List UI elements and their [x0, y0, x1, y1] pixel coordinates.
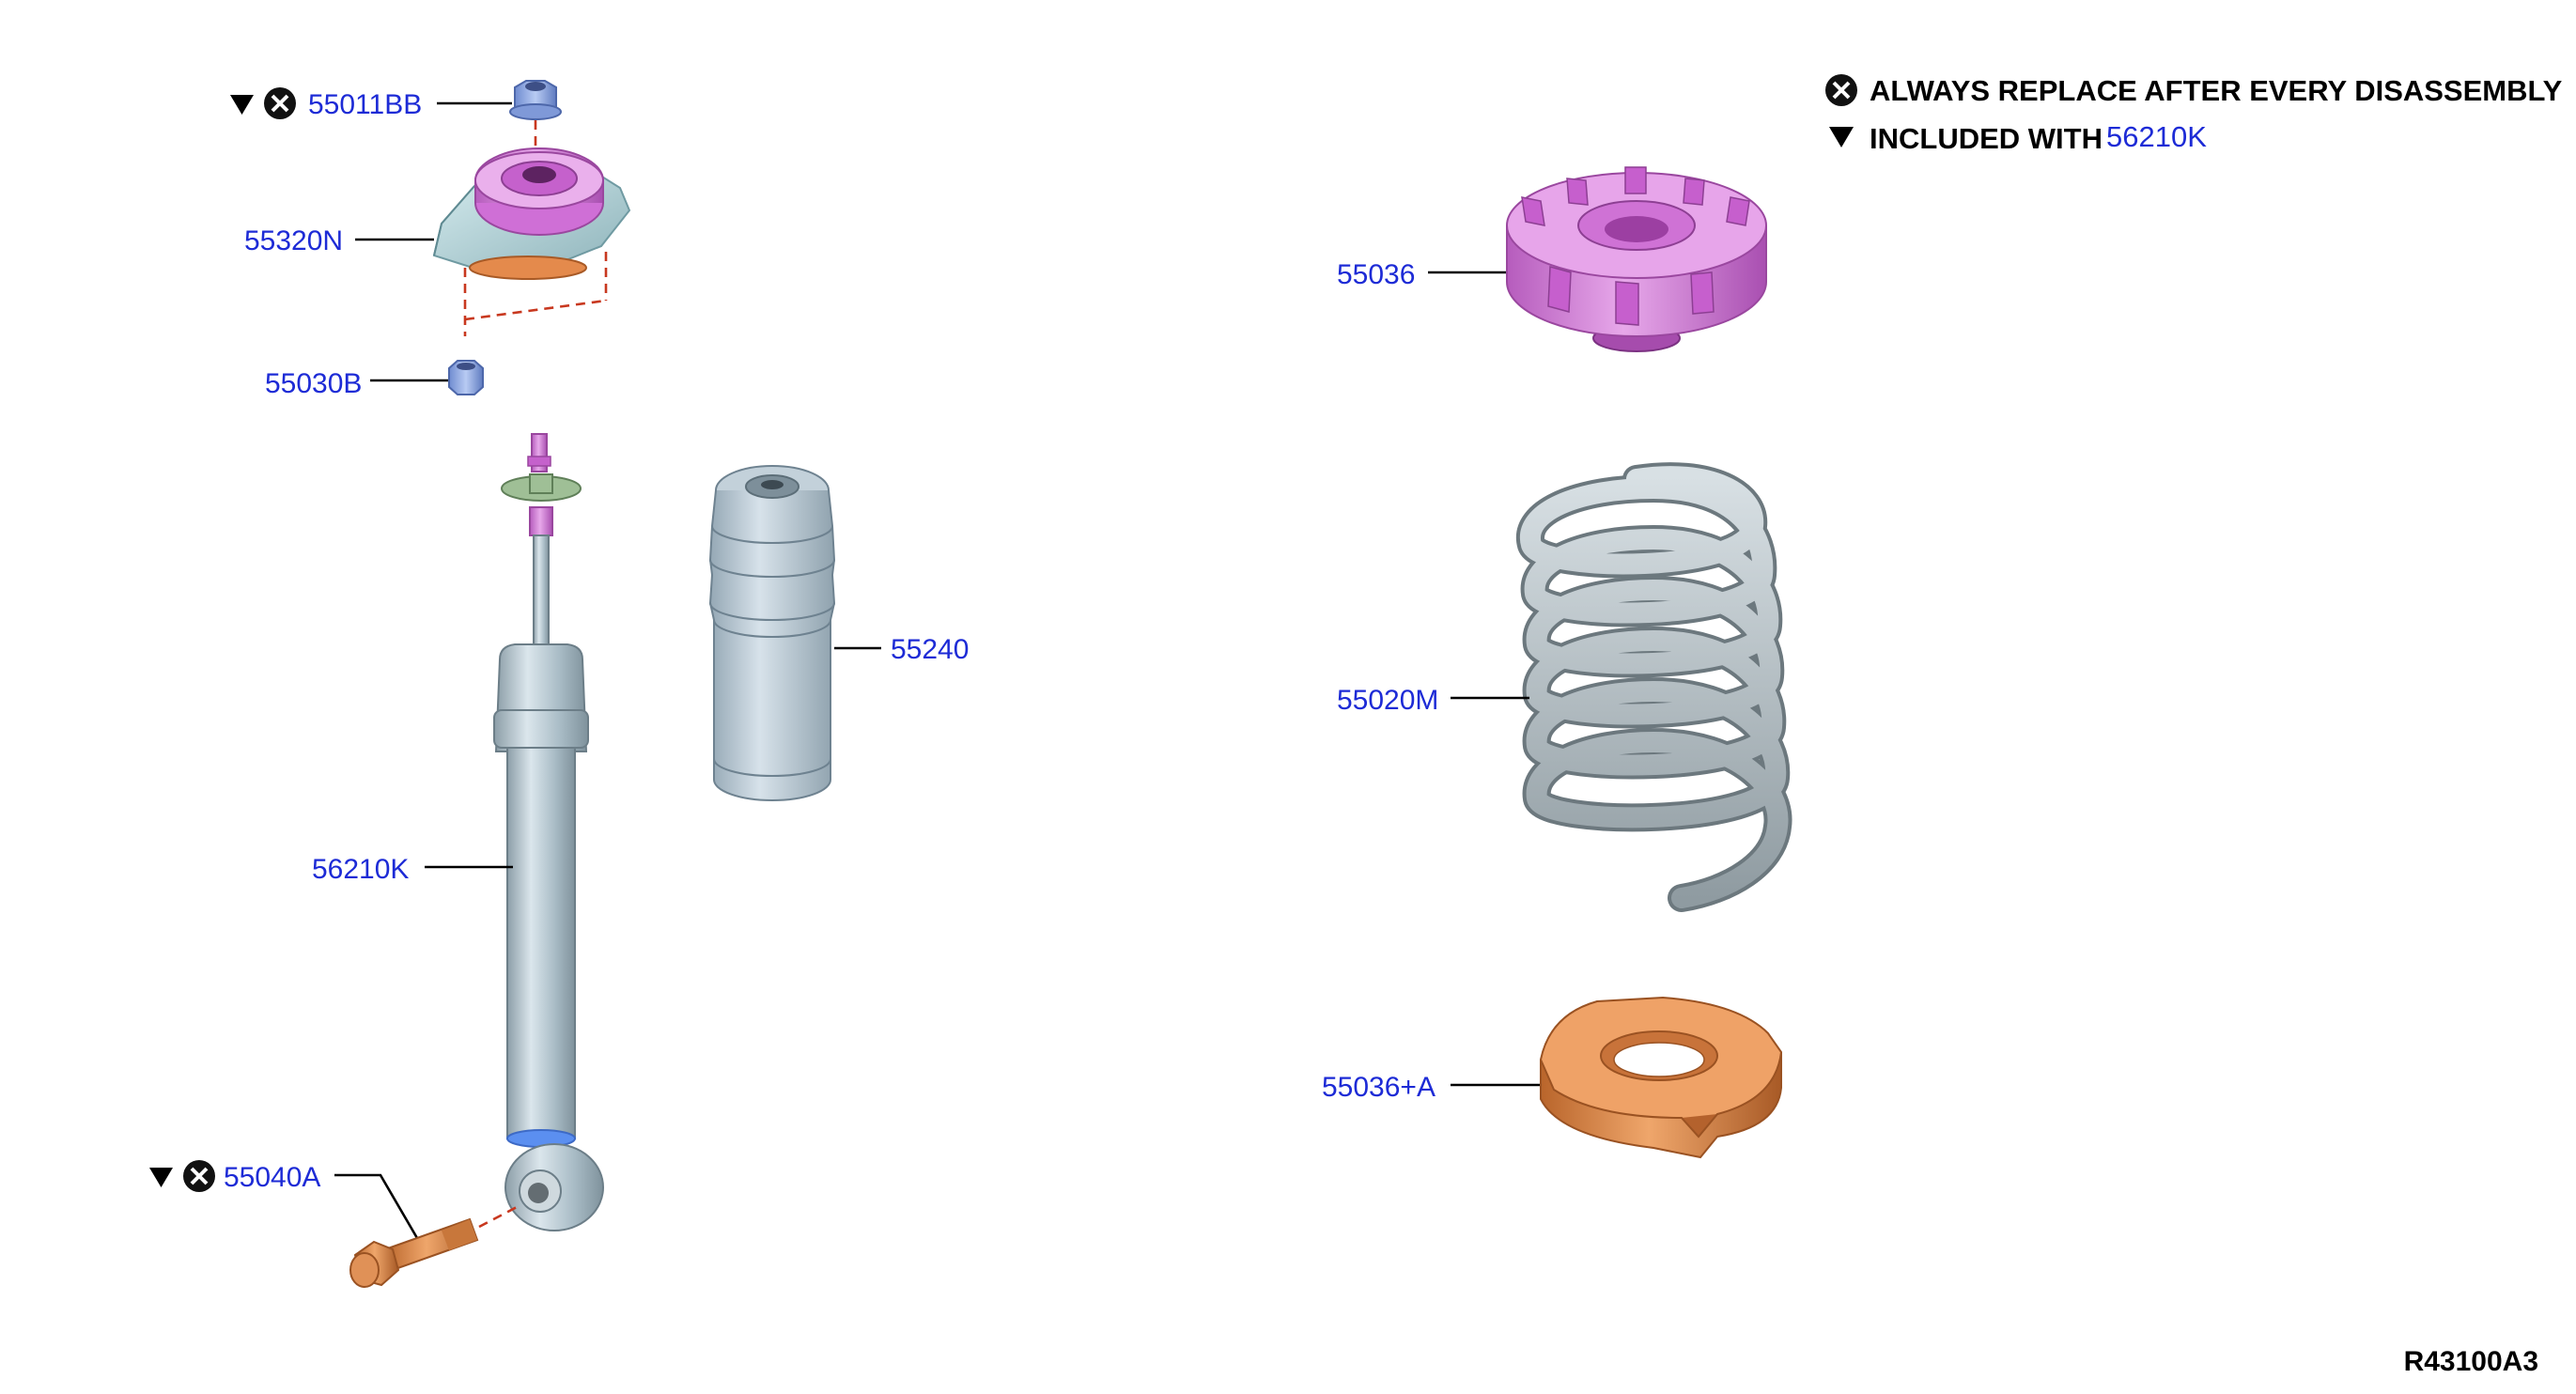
- part-56210K-label[interactable]: 56210K: [312, 854, 409, 885]
- shock-absorber-56210K-graphic: [493, 433, 604, 1231]
- legend: ALWAYS REPLACE AFTER EVERY DISASSEMBLY I…: [1825, 74, 2563, 155]
- part-55320N-callout[interactable]: 55320N: [244, 225, 434, 256]
- spring-seat-55036-graphic: [1506, 166, 1767, 352]
- part-55320N-label[interactable]: 55320N: [244, 225, 343, 256]
- coil-spring-55020M-graphic: [1516, 462, 1792, 912]
- included-marker-icon: [230, 95, 254, 115]
- legend-replace-text: ALWAYS REPLACE AFTER EVERY DISASSEMBLY: [1870, 74, 2563, 107]
- part-55040A-label[interactable]: 55040A: [224, 1162, 320, 1193]
- part-55011BB-callout[interactable]: 55011BB: [230, 87, 512, 120]
- bump-boot-55240-graphic: [708, 465, 836, 801]
- replace-marker-icon: [183, 1160, 215, 1192]
- replace-marker-icon: [1825, 74, 1857, 106]
- part-55036A-label[interactable]: 55036+A: [1322, 1072, 1435, 1103]
- part-55036-label[interactable]: 55036: [1337, 259, 1415, 290]
- legend-included-text: INCLUDED WITH: [1870, 122, 2103, 155]
- included-marker-icon: [149, 1168, 173, 1187]
- part-55040A-callout[interactable]: 55040A: [149, 1160, 419, 1239]
- part-56210K-callout[interactable]: 56210K: [312, 854, 513, 885]
- reference-code: R43100A3: [2404, 1346, 2538, 1377]
- part-55036A-callout[interactable]: 55036+A: [1322, 1072, 1541, 1103]
- part-55036-callout[interactable]: 55036: [1337, 259, 1507, 290]
- included-marker-icon: [1829, 127, 1854, 147]
- part-55030B-label[interactable]: 55030B: [265, 368, 362, 399]
- part-55020M-callout[interactable]: 55020M: [1337, 685, 1529, 716]
- nut-55011BB-graphic: [509, 80, 562, 120]
- replace-marker-icon: [264, 87, 296, 119]
- part-55020M-label[interactable]: 55020M: [1337, 685, 1438, 716]
- bolt-55040A-graphic: [349, 1217, 479, 1288]
- part-55030B-callout[interactable]: 55030B: [265, 368, 449, 399]
- part-55011BB-label[interactable]: 55011BB: [308, 89, 422, 120]
- part-55240-callout[interactable]: 55240: [834, 634, 969, 665]
- legend-included-part-link[interactable]: 56210K: [2106, 120, 2207, 153]
- strut-mount-55320N-graphic: [432, 147, 631, 280]
- lower-seat-55036A-graphic: [1539, 996, 1783, 1159]
- nut-55030B-graphic: [448, 360, 484, 395]
- part-55240-label[interactable]: 55240: [891, 634, 969, 665]
